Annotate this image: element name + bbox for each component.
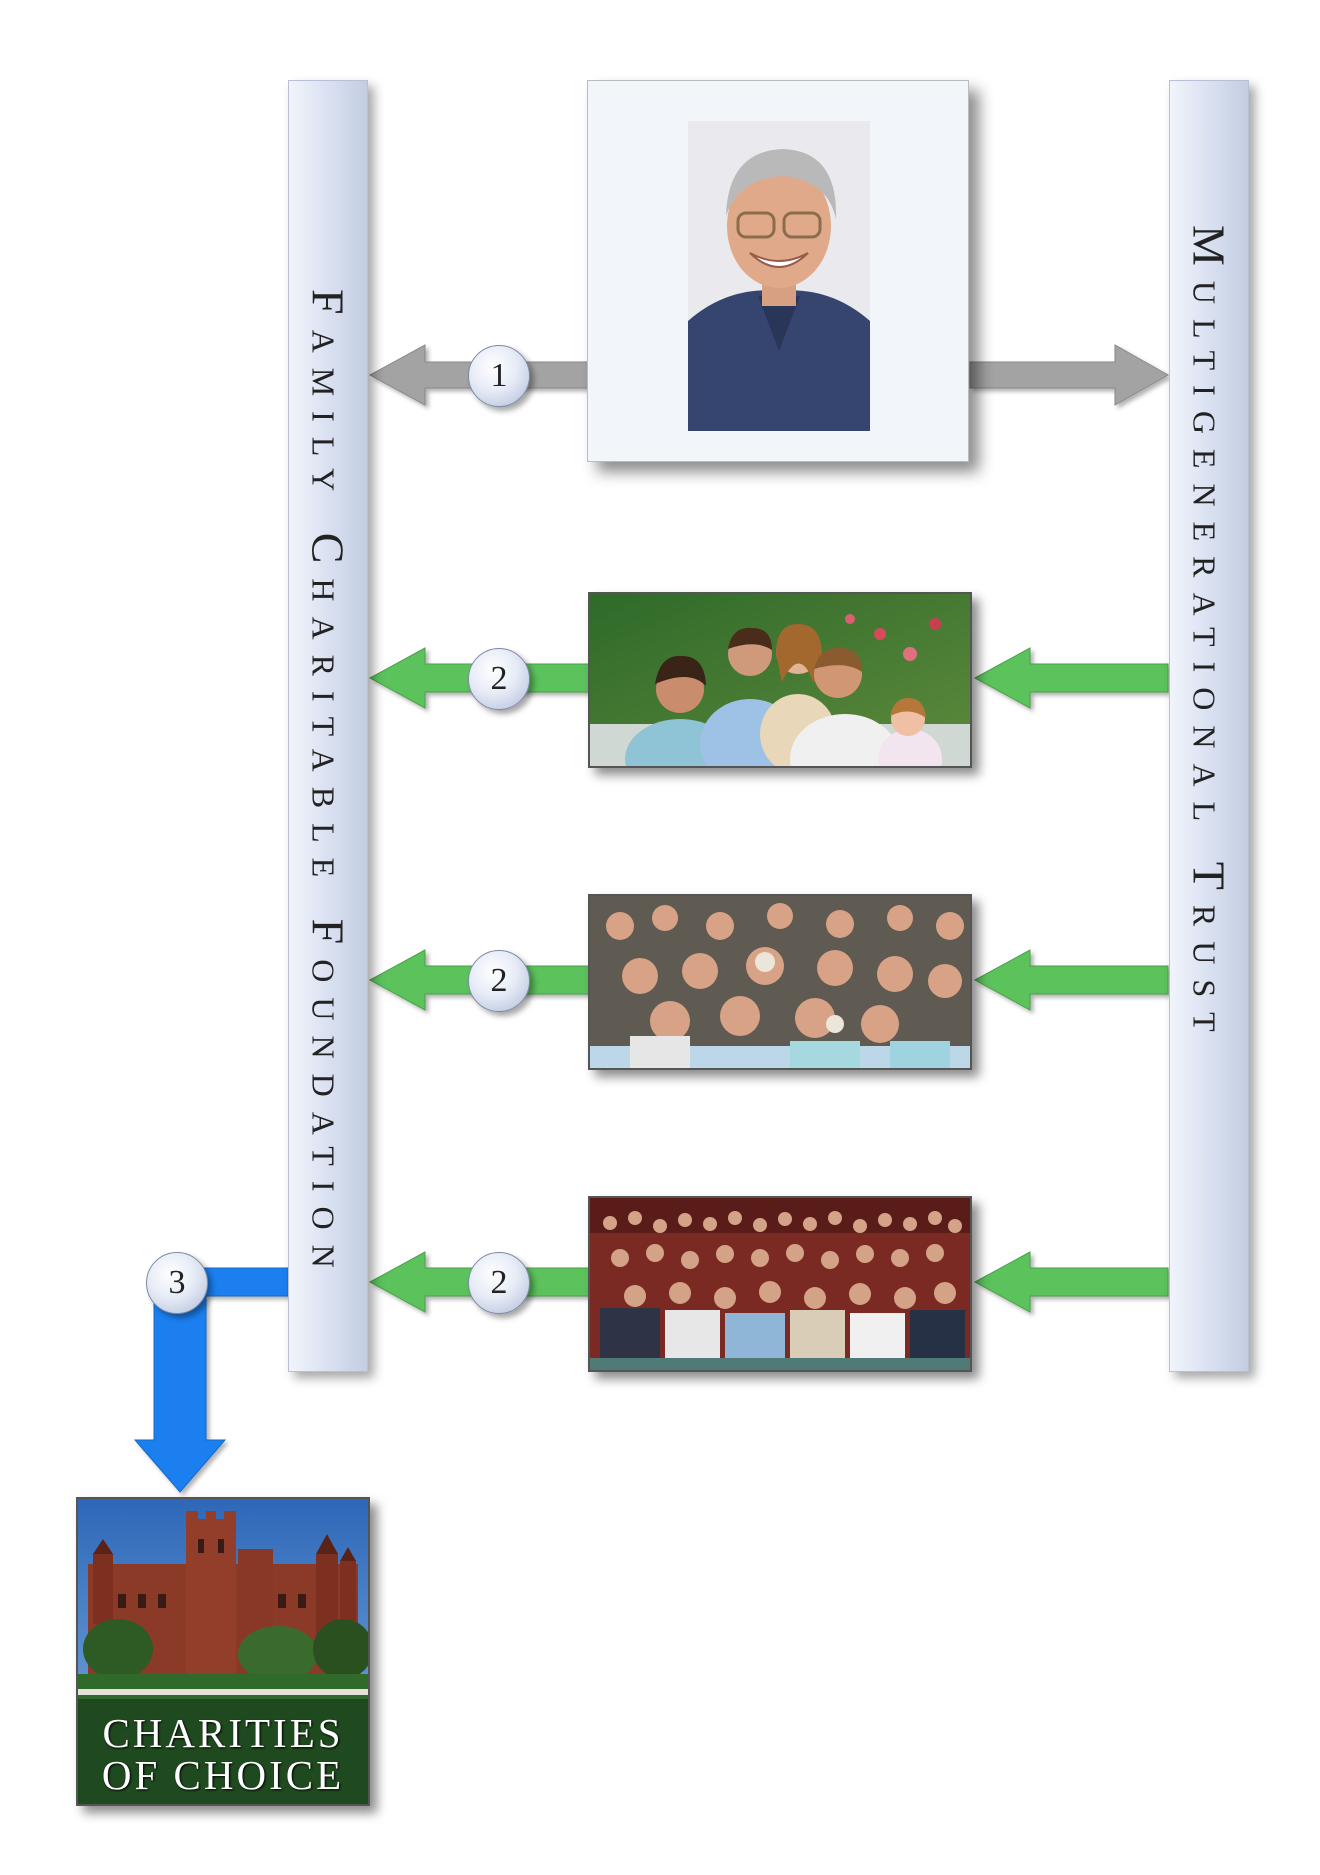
step-2-badge-row2: 2: [468, 648, 530, 710]
green-arrow-right-row4: [973, 1251, 1169, 1313]
multigenerational-trust-label: Multigenerational Trust: [1183, 225, 1235, 1047]
family-charitable-foundation-label: Family Charitable Foundation: [302, 289, 354, 1283]
charities-line-2: OF CHOICE: [101, 1752, 345, 1798]
charities-of-choice-card: CHARITIES OF CHOICE: [76, 1497, 370, 1806]
step-2-badge-row4: 2: [468, 1252, 530, 1314]
step-3-badge: 3: [146, 1252, 208, 1314]
castle-image: [78, 1499, 368, 1804]
charities-line-1: CHARITIES: [102, 1710, 344, 1756]
gray-arrow-to-trust: [969, 344, 1170, 406]
step-2-badge-row3: 2: [468, 950, 530, 1012]
step-1-badge: 1: [468, 345, 530, 407]
charities-label: CHARITIES OF CHOICE: [78, 1712, 368, 1796]
blue-arrow-to-charities: [133, 1267, 289, 1493]
family-generation-3-image: [588, 894, 972, 1070]
grantor-portrait-frame: [587, 80, 969, 462]
family-charitable-foundation-pillar: Family Charitable Foundation: [288, 80, 368, 1372]
green-arrow-right-row3: [973, 949, 1169, 1011]
green-arrow-right-row2: [973, 647, 1169, 709]
multigenerational-trust-pillar: Multigenerational Trust: [1169, 80, 1249, 1372]
grantor-portrait-image: [688, 121, 870, 431]
family-generation-2-image: [588, 592, 972, 768]
family-generation-4-image: [588, 1196, 972, 1372]
